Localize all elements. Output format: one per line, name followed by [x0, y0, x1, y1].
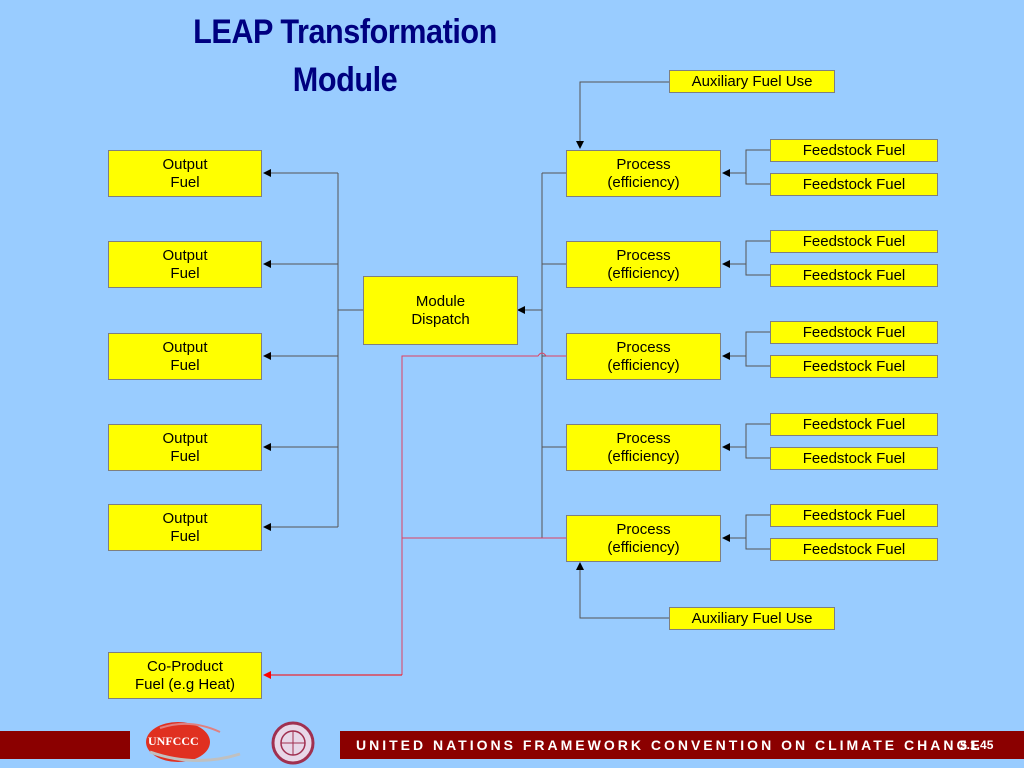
process-line2: (efficiency) [607, 173, 680, 191]
feedstock-fuel-box: Feedstock Fuel [770, 447, 938, 470]
process-box: Process(efficiency) [566, 333, 721, 380]
feedstock-fuel-box: Feedstock Fuel [770, 264, 938, 287]
dispatch-line2: Dispatch [411, 310, 470, 328]
feedstock-fuel-box: Feedstock Fuel [770, 355, 938, 378]
output-fuel-line1: Output [162, 509, 208, 527]
output-fuel-line1: Output [162, 155, 208, 173]
process-line2: (efficiency) [607, 264, 680, 282]
process-line1: Process [616, 429, 671, 447]
process-line2: (efficiency) [607, 538, 680, 556]
feedstock-fuel-box: Feedstock Fuel [770, 139, 938, 162]
un-emblem-icon [271, 721, 315, 765]
output-fuel-line2: Fuel [170, 447, 200, 465]
process-line1: Process [616, 246, 671, 264]
output-fuel-line2: Fuel [170, 356, 200, 374]
feedstock-fuel-box: Feedstock Fuel [770, 173, 938, 196]
auxiliary-fuel-use-box: Auxiliary Fuel Use [669, 607, 835, 630]
co-product-line1: Co-Product [147, 657, 223, 675]
feedstock-fuel-box: Feedstock Fuel [770, 230, 938, 253]
process-box: Process(efficiency) [566, 241, 721, 288]
feedstock-fuel-box: Feedstock Fuel [770, 538, 938, 561]
co-product-line2: Fuel (e.g Heat) [134, 675, 236, 693]
slide-number: 5.1.45 [960, 738, 994, 752]
output-fuel-line2: Fuel [170, 173, 200, 191]
process-line1: Process [616, 338, 671, 356]
output-fuel-line2: Fuel [170, 527, 200, 545]
auxiliary-fuel-use-box: Auxiliary Fuel Use [669, 70, 835, 93]
process-box: Process(efficiency) [566, 515, 721, 562]
process-line2: (efficiency) [607, 356, 680, 374]
output-fuel-line1: Output [162, 429, 208, 447]
process-line1: Process [616, 520, 671, 538]
output-fuel-line2: Fuel [170, 264, 200, 282]
title-line-1: LEAP Transformation [193, 13, 497, 51]
output-fuel-line1: Output [162, 338, 208, 356]
footer-banner-text: UNITED NATIONS FRAMEWORK CONVENTION ON C… [356, 737, 983, 753]
feedstock-fuel-box: Feedstock Fuel [770, 504, 938, 527]
process-box: Process(efficiency) [566, 150, 721, 197]
process-box: Process(efficiency) [566, 424, 721, 471]
unfccc-logo-text: UNFCCC [148, 734, 199, 748]
process-line1: Process [616, 155, 671, 173]
feedstock-fuel-box: Feedstock Fuel [770, 321, 938, 344]
title-line-2: Module [292, 61, 398, 99]
dispatch-line1: Module [415, 292, 466, 310]
page-title: LEAP Transformation Module [152, 8, 539, 104]
unfccc-logo-icon [146, 722, 241, 762]
feedstock-fuel-box: Feedstock Fuel [770, 413, 938, 436]
output-fuel-line1: Output [162, 246, 208, 264]
process-line2: (efficiency) [607, 447, 680, 465]
